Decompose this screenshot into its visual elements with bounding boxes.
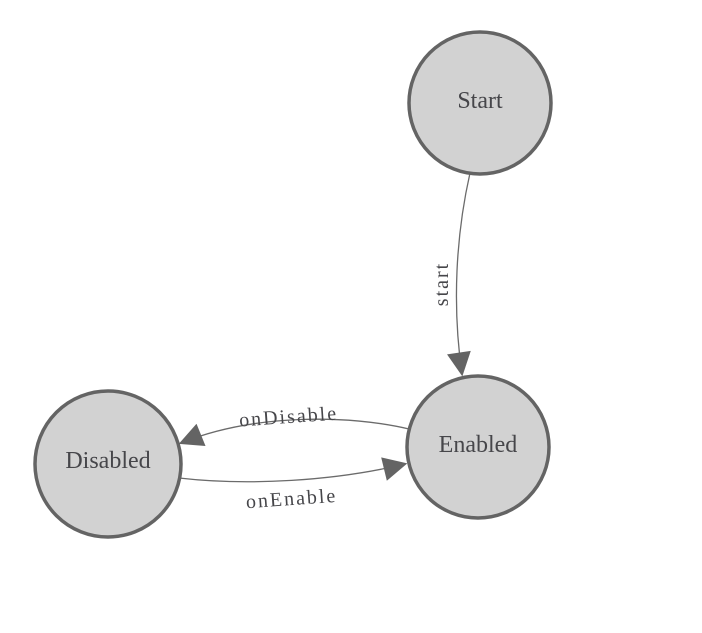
edge-enabled-to-disabled: onDisable <box>178 403 410 447</box>
edge-start-label: start <box>431 262 453 306</box>
node-enabled[interactable]: Enabled <box>405 374 551 520</box>
node-enabled-circle[interactable] <box>405 374 551 520</box>
edge-start-to-enabled: start <box>431 172 471 377</box>
node-enabled-label: Enabled <box>439 432 518 458</box>
edge-start-line <box>447 172 471 377</box>
node-disabled-circle[interactable] <box>33 389 183 539</box>
node-start-label: Start <box>457 88 503 114</box>
node-start[interactable]: Start <box>407 30 553 176</box>
edge-disabled-to-enabled: onEnable <box>178 457 408 513</box>
edge-ondisable-line <box>178 418 410 447</box>
edge-onenable-label: onEnable <box>245 485 338 513</box>
edge-ondisable-label: onDisable <box>238 403 338 432</box>
node-disabled[interactable]: Disabled <box>33 389 183 539</box>
edge-onenable-line <box>178 457 408 483</box>
node-disabled-label: Disabled <box>65 448 150 474</box>
node-start-circle[interactable] <box>407 30 553 176</box>
